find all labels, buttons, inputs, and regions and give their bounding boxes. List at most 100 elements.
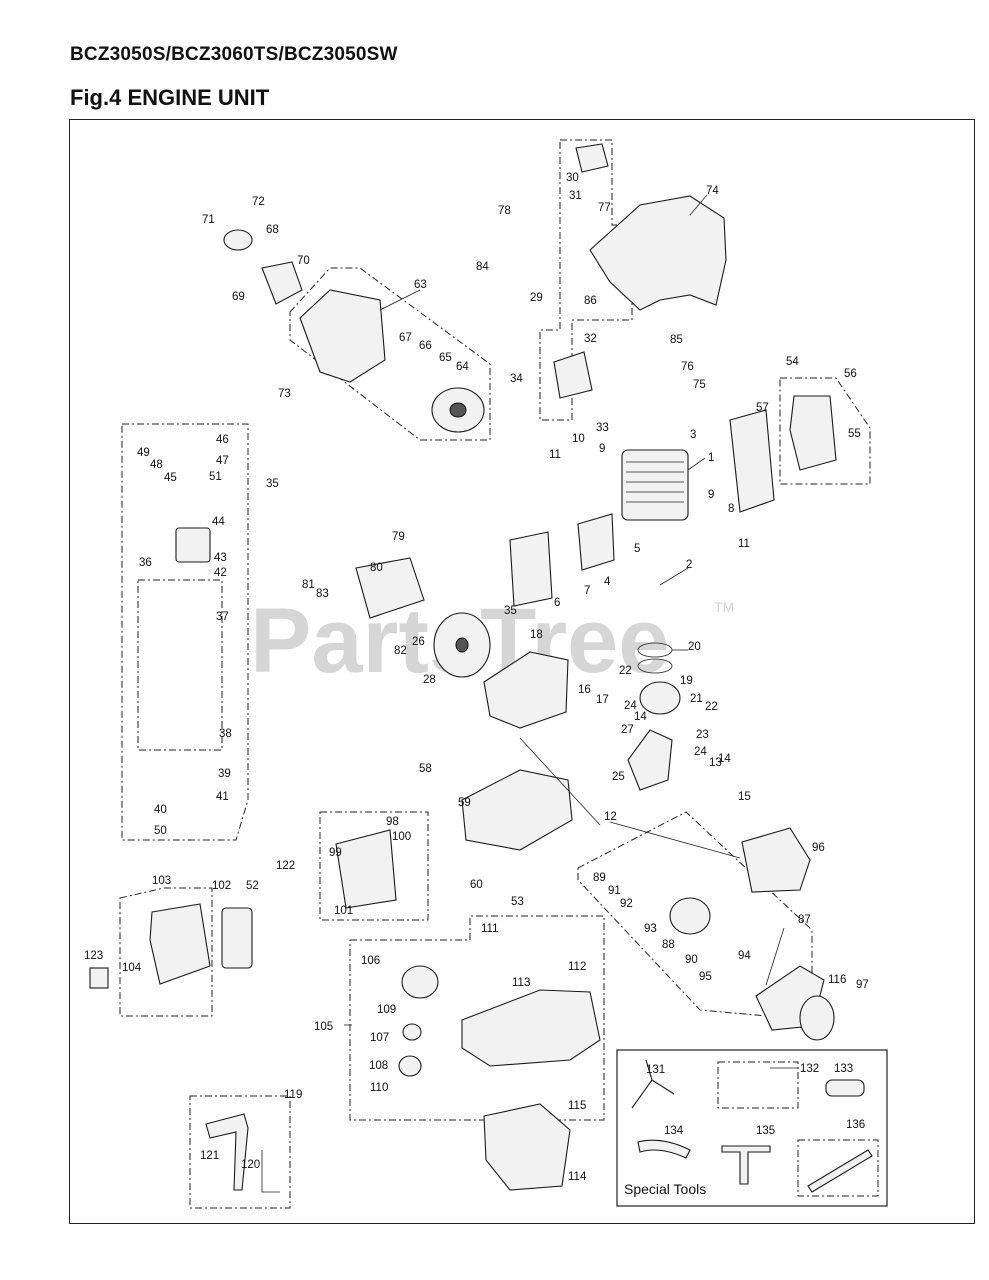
callout-27: 27: [621, 724, 634, 736]
starter-plate: [799, 995, 835, 1041]
callout-82: 82: [394, 645, 407, 657]
group-outline-clutch-housing: [289, 267, 491, 441]
callout-44: 44: [212, 516, 225, 528]
callout-112: 112: [568, 961, 586, 973]
callout-119: 119: [284, 1089, 302, 1101]
group-outline-carburetor: [121, 423, 249, 841]
group-outline-air-filter: [319, 811, 429, 921]
callout-79: 79: [392, 531, 405, 543]
callout-42: 42: [214, 567, 227, 579]
callout-30: 30: [566, 172, 579, 184]
engine-cover: [589, 195, 727, 311]
cylinder-fins: [626, 461, 684, 503]
callout-6: 6: [554, 597, 560, 609]
tool-131: [631, 1059, 675, 1109]
callout-90: 90: [685, 954, 698, 966]
callout-103: 103: [152, 875, 171, 887]
callout-77: 77: [598, 202, 611, 214]
callout-52: 52: [246, 880, 259, 892]
callout-32: 32: [584, 333, 597, 345]
group-outline-gasket-set: [137, 579, 223, 751]
callout-122: 122: [276, 860, 295, 872]
tool-136: [807, 1149, 873, 1193]
callout-65: 65: [439, 352, 452, 364]
callout-33: 33: [596, 422, 609, 434]
crankshaft: [627, 729, 673, 791]
callout-22b: 22: [705, 701, 718, 713]
callout-121: 121: [200, 1150, 219, 1162]
cap-gasket: [398, 1055, 422, 1077]
callout-95: 95: [699, 971, 712, 983]
callout-75: 75: [693, 379, 706, 391]
muffler: [789, 395, 837, 471]
heat-shield: [729, 409, 775, 513]
callout-69: 69: [232, 291, 245, 303]
group-outline-starter: [577, 811, 813, 1021]
callout-131: 131: [646, 1064, 665, 1076]
tool-135: [721, 1145, 771, 1185]
diagram-frame: [69, 119, 975, 1224]
callout-49: 49: [137, 447, 150, 459]
callout-91: 91: [608, 885, 621, 897]
callout-41: 41: [216, 791, 229, 803]
callout-83: 83: [316, 588, 329, 600]
callout-55: 55: [848, 428, 861, 440]
callout-1: 1: [708, 452, 714, 464]
group-outline-cover: [539, 139, 633, 421]
callout-115: 115: [568, 1100, 586, 1112]
tool-134: [637, 1139, 691, 1159]
fuel-cap: [401, 965, 439, 999]
callout-31: 31: [569, 190, 582, 202]
callout-7: 7: [584, 585, 590, 597]
piston: [639, 681, 681, 715]
callout-93: 93: [644, 923, 657, 935]
callout-37: 37: [216, 611, 229, 623]
callout-97: 97: [856, 979, 869, 991]
callout-98: 98: [386, 816, 399, 828]
callout-13: 13: [709, 757, 722, 769]
primer: [575, 143, 609, 173]
callout-57: 57: [756, 402, 769, 414]
clutch-plate: [223, 229, 253, 251]
callout-51: 51: [209, 471, 222, 483]
callout-84: 84: [476, 261, 489, 273]
callout-100: 100: [392, 831, 411, 843]
callout-70: 70: [297, 255, 310, 267]
callout-15: 15: [738, 791, 751, 803]
callout-73: 73: [278, 388, 291, 400]
callout-11b: 11: [549, 449, 561, 461]
callout-25: 25: [612, 771, 625, 783]
callout-110: 110: [370, 1082, 388, 1094]
callout-36: 36: [139, 557, 152, 569]
callout-92: 92: [620, 898, 633, 910]
group-outline-muffler: [779, 377, 871, 485]
figure-title: Fig.4 ENGINE UNIT: [70, 85, 270, 110]
callout-3: 3: [690, 429, 696, 441]
callout-72: 72: [252, 196, 265, 208]
callout-35: 35: [266, 478, 279, 490]
carburetor: [175, 527, 211, 563]
callout-59: 59: [458, 797, 471, 809]
callout-54: 54: [786, 356, 799, 368]
insulator: [577, 513, 615, 571]
fan-cover: [461, 769, 573, 851]
callout-85: 85: [670, 334, 683, 346]
callout-9b: 9: [599, 443, 605, 455]
starter-case: [741, 827, 811, 893]
stop-switch: [553, 351, 593, 399]
callout-45: 45: [164, 472, 177, 484]
callout-29: 29: [530, 292, 543, 304]
callout-labels: 1 2 3 4 5 6 7 8 9 10 11 12 13 14 15 16 1…: [84, 172, 869, 1183]
callout-87: 87: [798, 914, 811, 926]
special-tools-box: [616, 1049, 888, 1207]
piston-ring-lower: [637, 658, 673, 674]
callout-116: 116: [828, 974, 846, 986]
callout-132: 132: [800, 1063, 819, 1075]
callout-20: 20: [688, 641, 701, 653]
callout-43: 43: [214, 552, 227, 564]
air-element: [221, 907, 253, 969]
callout-58: 58: [419, 763, 432, 775]
callout-48: 48: [150, 459, 163, 471]
callout-101: 101: [334, 905, 353, 917]
callout-28: 28: [423, 674, 436, 686]
